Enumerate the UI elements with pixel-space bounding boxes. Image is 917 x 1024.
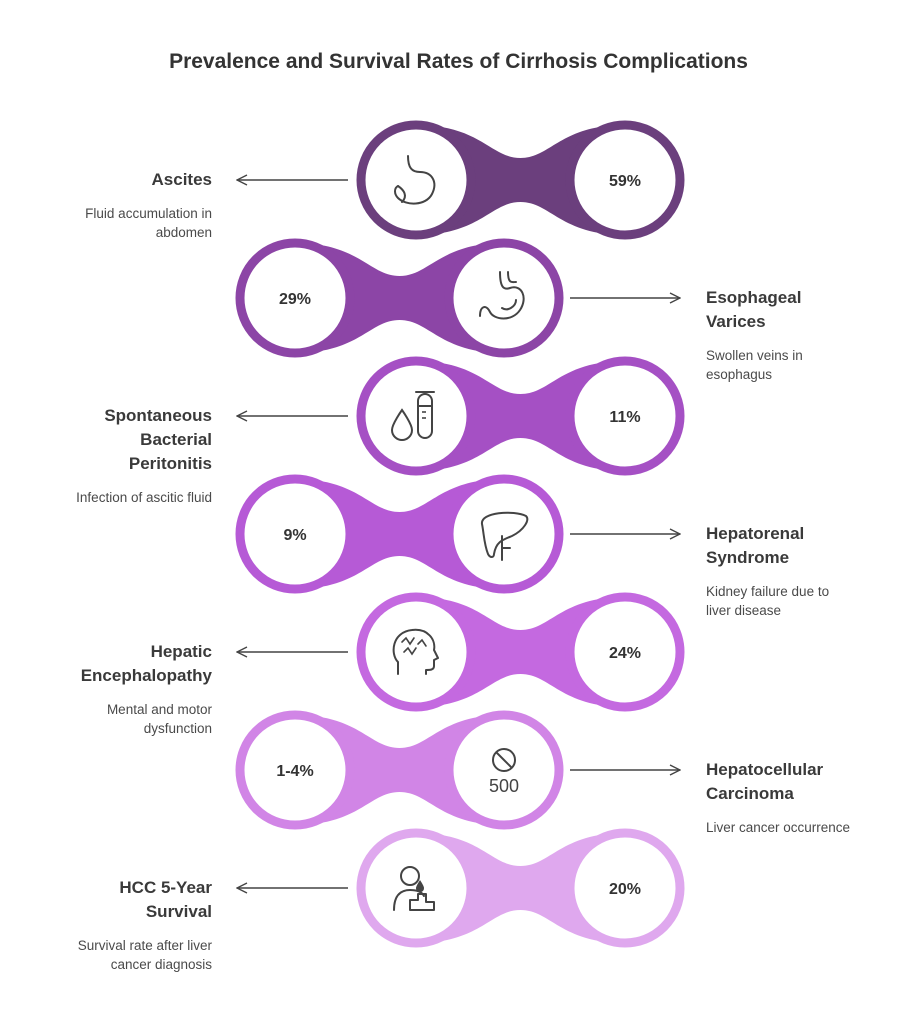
- heading-hcc-5-year-survival: HCC 5-Year Survival: [119, 878, 212, 921]
- value-label: 1-4%: [276, 763, 313, 780]
- description-spontaneous-bacterial-peritonitis: Infection of ascitic fluid: [76, 490, 212, 505]
- heading-esophageal-varices: Esophageal Varices: [706, 288, 802, 331]
- value-label: 24%: [609, 645, 641, 662]
- row-esophageal-varices: 29%: [235, 238, 680, 358]
- page-title: Prevalence and Survival Rates of Cirrhos…: [169, 50, 748, 73]
- no-500-icon: 500: [489, 748, 519, 796]
- row-hepatocellular-carcinoma: 1-4% 500: [235, 710, 680, 830]
- heading-hepatocellular-carcinoma: Hepatocellular Carcinoma: [706, 760, 824, 803]
- description-hcc-5-year-survival: Survival rate after liver cancer diagnos…: [77, 938, 212, 972]
- heading-hepatic-encephalopathy: Hepatic Encephalopathy: [80, 642, 212, 685]
- drop-test-tube-icon: [390, 391, 435, 442]
- icon-circle: [356, 356, 476, 476]
- row-ascites: 59%: [237, 120, 685, 240]
- description-hepatorenal-syndrome: Kidney failure due to liver disease: [706, 584, 830, 618]
- value-circle: [565, 828, 685, 948]
- value-circle: [565, 120, 685, 240]
- icon-circle: [356, 592, 476, 712]
- heading-hepatorenal-syndrome: Hepatorenal Syndrome: [706, 524, 805, 567]
- value-circle: [235, 710, 355, 830]
- value-label: 59%: [609, 173, 641, 190]
- esophagus-stomach-icon: [479, 271, 525, 320]
- description-esophageal-varices: Swollen veins in esophagus: [706, 348, 803, 382]
- row-hcc-5-year-survival: 20%: [237, 828, 685, 948]
- row-spontaneous-bacterial-peritonitis: 11%: [237, 356, 685, 476]
- liver-icon: [481, 511, 529, 561]
- icon-caption: 500: [489, 776, 519, 796]
- brain-head-icon: [392, 628, 439, 675]
- value-circle: [565, 592, 685, 712]
- icon-circle: [444, 238, 564, 358]
- value-label: 20%: [609, 881, 641, 898]
- value-circle: [235, 238, 355, 358]
- description-hepatocellular-carcinoma: Liver cancer occurrence: [706, 820, 851, 835]
- row-hepatorenal-syndrome: 9%: [235, 474, 680, 594]
- description-ascites: Fluid accumulation in abdomen: [85, 206, 212, 240]
- icon-circle: [444, 474, 564, 594]
- stomach-icon: [394, 155, 436, 205]
- row-hepatic-encephalopathy: 24%: [237, 592, 685, 712]
- value-label: 29%: [279, 291, 311, 308]
- person-podium-icon: [393, 866, 435, 911]
- heading-ascites: Ascites: [151, 170, 212, 189]
- description-hepatic-encephalopathy: Mental and motor dysfunction: [106, 702, 212, 736]
- icon-circle: [356, 120, 476, 240]
- value-label: 9%: [283, 527, 306, 544]
- value-label: 11%: [609, 409, 640, 426]
- value-circle: [235, 474, 355, 594]
- value-circle: [565, 356, 685, 476]
- heading-spontaneous-bacterial-peritonitis: Spontaneous Bacterial Peritonitis: [104, 406, 212, 473]
